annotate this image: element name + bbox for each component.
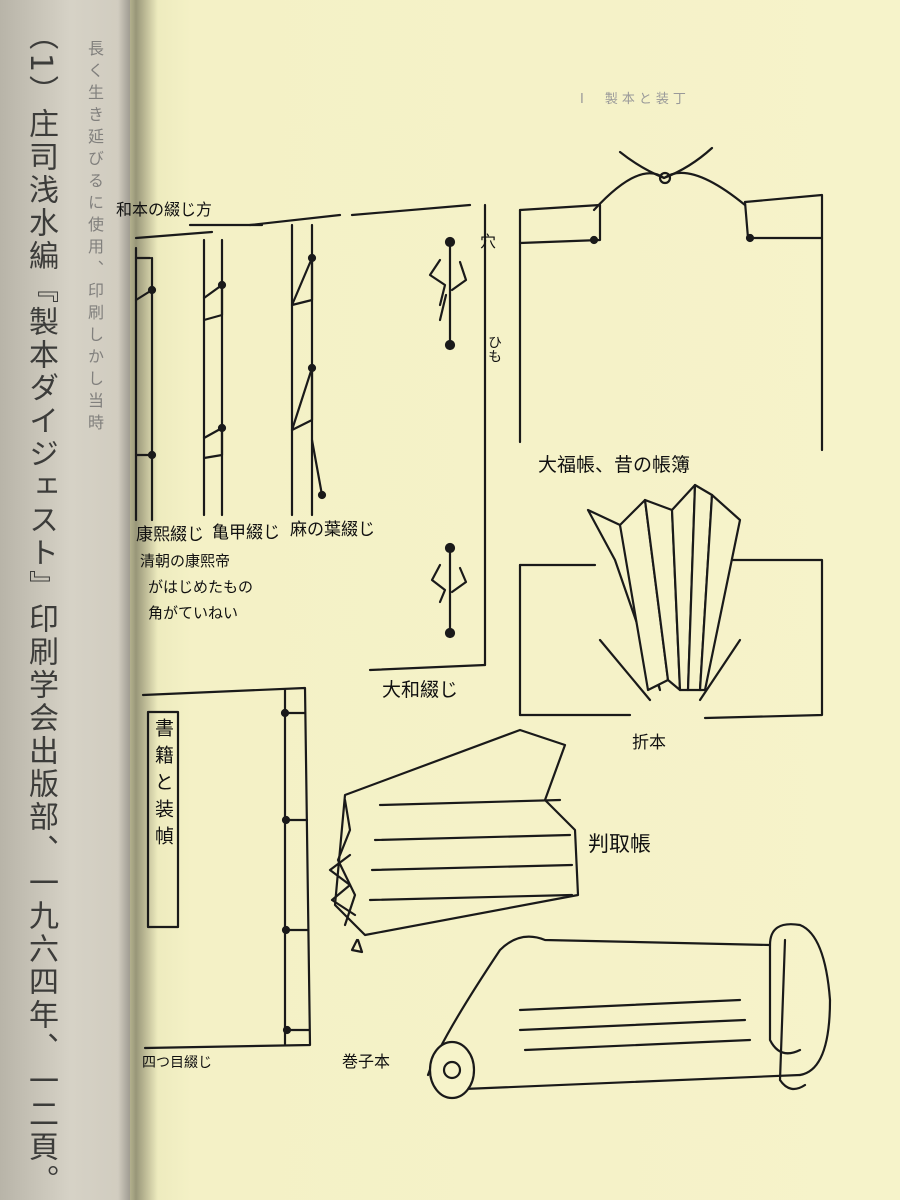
koki-toji-drawing (134, 230, 214, 522)
kikko-toji-label: 亀甲綴じ (212, 523, 280, 543)
kansubon-drawing (426, 923, 832, 1100)
note-line-1: 清朝の康熙帝 (140, 552, 231, 570)
left-page: （1）庄司浅水編『製本ダイジェスト』印刷学会出版部、一九六四年、一二頁。 長く生… (0, 0, 140, 1200)
ana-label: 穴 (480, 232, 497, 251)
orihon-drawing (518, 483, 824, 720)
note-line-2: がはじめたもの (148, 578, 254, 596)
daifukucho-drawing (518, 146, 824, 452)
hantori-cho-label: 判取帳 (588, 832, 651, 856)
left-page-faint-text: 長く生き延びるに使用、印刷しかし当時 (85, 40, 104, 436)
running-head: Ⅰ 製本と装丁 (580, 92, 690, 107)
asanoha-toji-label: 麻の葉綴じ (290, 520, 375, 540)
yotsume-toji-drawing (141, 686, 312, 1050)
left-page-citation: （1）庄司浅水編『製本ダイジェスト』印刷学会出版部、一九六四年、一二頁。 (23, 20, 58, 1198)
yamato-toji-drawing (350, 203, 487, 672)
koki-toji-label: 康熙綴じ (136, 525, 204, 545)
kansubon-label: 巻子本 (342, 1052, 391, 1071)
book-title-slip: 書籍と装幀 (152, 718, 174, 853)
binding-methods-title: 和本の綴じ方 (116, 200, 213, 219)
book-gutter (118, 0, 158, 1200)
asanoha-toji-drawing (248, 213, 342, 517)
yotsume-toji-label: 四つ目綴じ (142, 1055, 212, 1071)
yamato-toji-label: 大和綴じ (382, 679, 459, 701)
daifukucho-label: 大福帳、昔の帳簿 (538, 454, 691, 476)
orihon-label: 折本 (632, 733, 666, 753)
himo-label: ひも (486, 335, 502, 363)
kikko-toji-drawing (188, 223, 264, 517)
note-line-3: 角がていねい (148, 604, 239, 622)
hantori-cho-drawing (328, 728, 580, 954)
